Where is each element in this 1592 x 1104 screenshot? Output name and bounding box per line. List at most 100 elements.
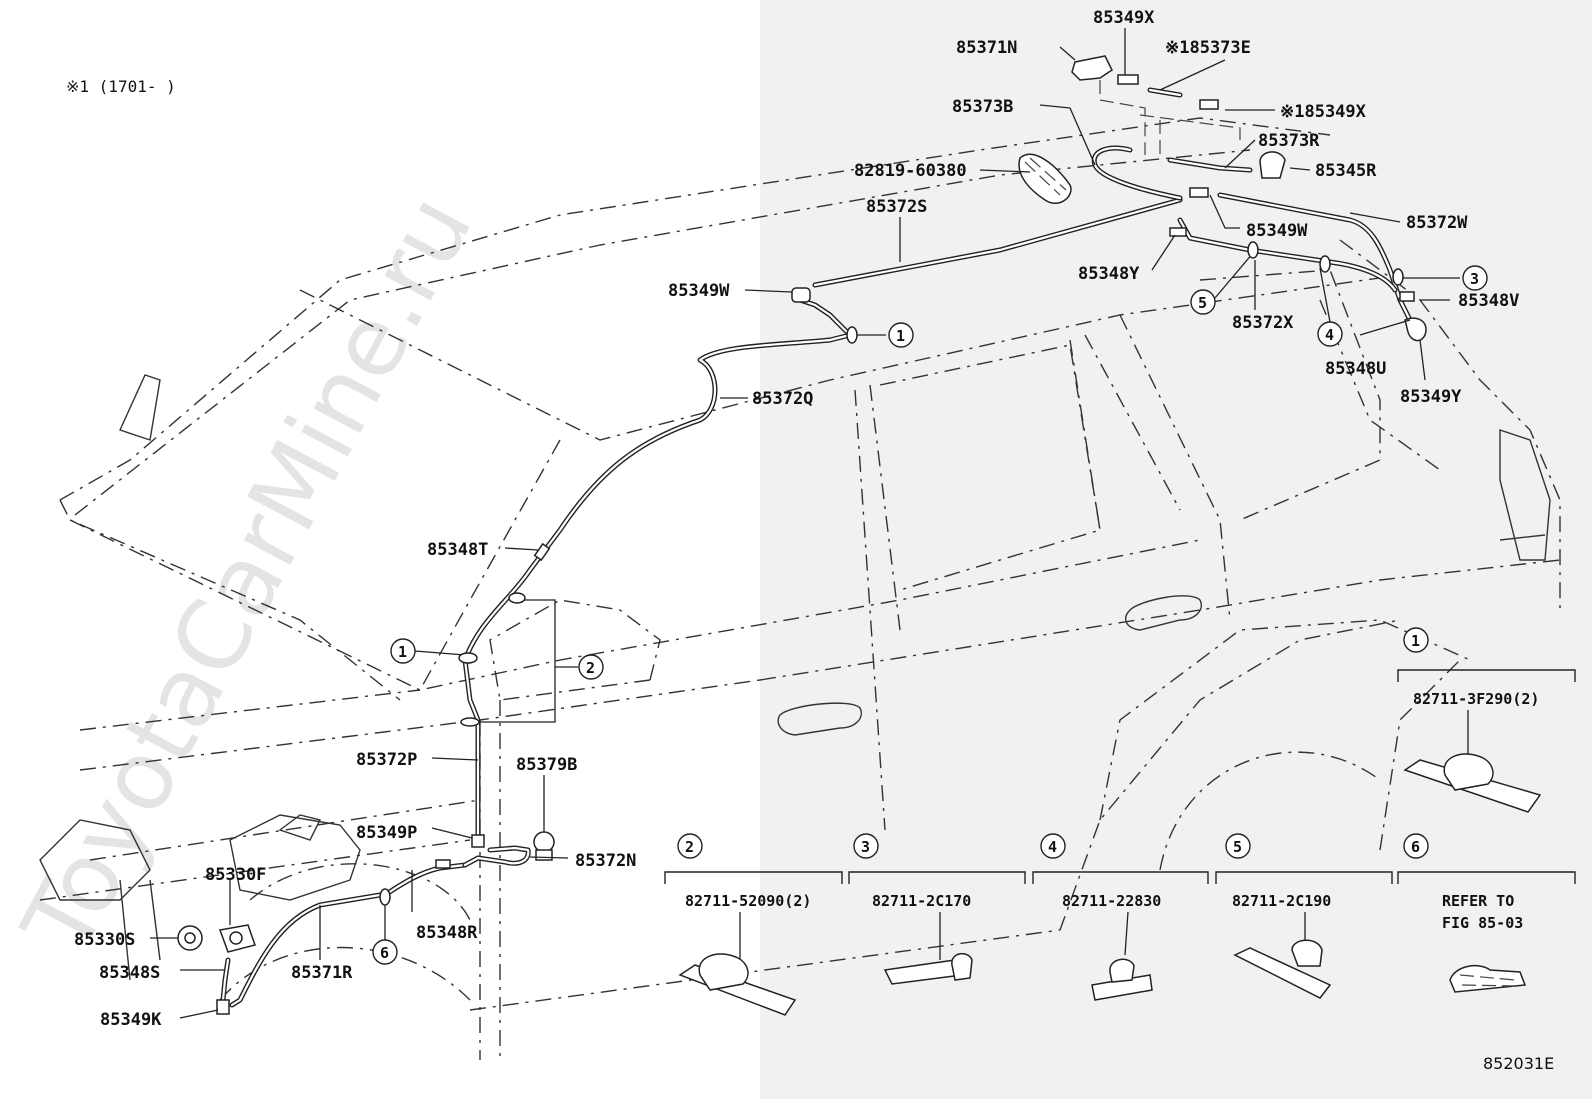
clip-part-82711-3F290: 82711-3F290(2) bbox=[1413, 690, 1539, 708]
callout-85349P: 85349P bbox=[356, 823, 417, 843]
clip-part-82711-22830: 82711-22830 bbox=[1062, 892, 1161, 910]
svg-text:4: 4 bbox=[1048, 838, 1057, 856]
hose-85372W bbox=[1217, 192, 1403, 303]
svg-text:1: 1 bbox=[896, 327, 905, 345]
marker-3-roof: 3 bbox=[1462, 265, 1488, 291]
joint-85349X-2 bbox=[1199, 99, 1219, 110]
clip-part-82711-2C170: 82711-2C170 bbox=[872, 892, 971, 910]
svg-text:1: 1 bbox=[398, 643, 407, 661]
callout-85373B: 85373B bbox=[952, 97, 1013, 117]
callout-85348R: 85348R bbox=[416, 923, 478, 943]
clip-detail-1: 1 82711-3F290(2) bbox=[1397, 627, 1576, 813]
joint-85349K bbox=[216, 999, 230, 1015]
clip-detail-3: 3 82711-2C170 bbox=[848, 833, 1026, 985]
hose-85372N bbox=[462, 845, 531, 868]
joint-85349W-rear bbox=[1189, 187, 1209, 198]
callout-85349X: 85349X bbox=[1093, 8, 1155, 28]
marker-2-pillar: 2 bbox=[578, 654, 604, 680]
joint-85349Y bbox=[1404, 317, 1427, 342]
clip-part-82711-2C190: 82711-2C190 bbox=[1232, 892, 1331, 910]
svg-text:2: 2 bbox=[685, 838, 694, 856]
callout-85349W-front: 85349W bbox=[668, 281, 730, 301]
callout-85330F: 85330F bbox=[205, 865, 266, 885]
callout-labels: 85349X 85371N ※185373E 85373B ※185349X 8… bbox=[74, 8, 1519, 1030]
grommet-82819-60380 bbox=[1018, 153, 1072, 205]
callout-85372N: 85372N bbox=[575, 851, 636, 871]
joint-85349W-front bbox=[791, 287, 811, 303]
hose-85372P bbox=[462, 657, 481, 843]
callout-85371N: 85371N bbox=[956, 38, 1017, 58]
svg-text:2: 2 bbox=[586, 659, 595, 677]
svg-text:5: 5 bbox=[1233, 838, 1242, 856]
joint-85348Y bbox=[1169, 227, 1187, 237]
reference-markers: 1 1 2 3 4 5 6 bbox=[372, 265, 1488, 965]
hose-85373R bbox=[1167, 157, 1253, 173]
nozzle-85345R bbox=[1259, 151, 1286, 179]
clip-detail-5: 5 82711-2C190 bbox=[1215, 833, 1393, 999]
watermark: ToyotaCarMine.ru bbox=[1, 178, 494, 972]
refer-fig-text: FIG 85-03 bbox=[1442, 914, 1523, 932]
clip-detail-4: 4 82711-22830 bbox=[1032, 833, 1209, 1001]
group-lines bbox=[1099, 80, 1241, 155]
grommet-85379B-base bbox=[535, 849, 553, 861]
joint-85349X bbox=[1117, 74, 1139, 85]
svg-text:4: 4 bbox=[1325, 326, 1334, 344]
svg-text:1: 1 bbox=[1411, 632, 1420, 650]
callout-85372S: 85372S bbox=[866, 197, 927, 217]
callout-85349Y: 85349Y bbox=[1400, 387, 1462, 407]
figure-code: 852031E bbox=[1483, 1054, 1554, 1073]
hose-85372X bbox=[1177, 217, 1398, 293]
callout-85372W: 85372W bbox=[1406, 213, 1468, 233]
callout-82819-60380: 82819-60380 bbox=[854, 161, 967, 181]
grommet-85379B bbox=[533, 831, 555, 853]
hose-85372S bbox=[812, 197, 1183, 288]
callout-85348U: 85348U bbox=[1325, 359, 1386, 379]
svg-text:3: 3 bbox=[1470, 270, 1479, 288]
marker-4-roof: 4 bbox=[1317, 321, 1343, 347]
hose-clips bbox=[379, 241, 1404, 906]
svg-text:6: 6 bbox=[1411, 838, 1420, 856]
joint-85348T bbox=[533, 542, 551, 562]
hose-85373E bbox=[1147, 87, 1183, 98]
joint-85349P bbox=[471, 834, 485, 848]
callout-85372P: 85372P bbox=[356, 750, 417, 770]
clip-detail-2: 2 82711-52090(2) bbox=[664, 833, 843, 1016]
nozzle-85371N bbox=[1071, 55, 1113, 81]
callout-85348V: 85348V bbox=[1458, 291, 1519, 311]
callout-85372Q: 85372Q bbox=[752, 389, 813, 409]
callout-85348T: 85348T bbox=[427, 540, 488, 560]
washer-hoses bbox=[219, 87, 1423, 1013]
callout-85348Y: 85348Y bbox=[1078, 264, 1140, 284]
callout-85349X-2: ※185349X bbox=[1280, 102, 1367, 122]
callout-85330S: 85330S bbox=[74, 930, 135, 950]
marker-5-roof: 5 bbox=[1190, 289, 1216, 315]
callout-85348S: 85348S bbox=[99, 963, 160, 983]
applicability-note: ※1 (1701- ) bbox=[66, 77, 176, 96]
svg-text:5: 5 bbox=[1198, 294, 1207, 312]
callout-85379B: 85379B bbox=[516, 755, 577, 775]
callout-85349K: 85349K bbox=[100, 1010, 162, 1030]
callout-85371R: 85371R bbox=[291, 963, 353, 983]
callout-85373E: ※185373E bbox=[1165, 38, 1251, 58]
hose-85373B bbox=[1091, 145, 1183, 201]
svg-text:3: 3 bbox=[861, 838, 870, 856]
component-parts bbox=[177, 55, 1286, 953]
callout-85372X: 85372X bbox=[1232, 313, 1294, 333]
svg-text:6: 6 bbox=[380, 944, 389, 962]
leader-lines bbox=[150, 28, 1460, 1019]
hose-85371R bbox=[229, 892, 383, 1008]
clip-part-82711-52090: 82711-52090(2) bbox=[685, 892, 811, 910]
refer-to-text: REFER TO bbox=[1442, 892, 1514, 910]
joint-85348V bbox=[1399, 291, 1415, 302]
shaded-panel bbox=[760, 0, 1592, 1099]
hose-joints bbox=[216, 74, 1427, 1015]
hose-85372Q bbox=[462, 332, 853, 663]
callout-85345R: 85345R bbox=[1315, 161, 1377, 181]
callout-85349W-rear: 85349W bbox=[1246, 221, 1308, 241]
marker-6-engine: 6 bbox=[372, 939, 398, 965]
clip-detail-6: 6 REFER TO FIG 85-03 bbox=[1397, 833, 1576, 993]
marker-1-pillar: 1 bbox=[390, 638, 416, 664]
callout-85373R: 85373R bbox=[1258, 131, 1320, 151]
